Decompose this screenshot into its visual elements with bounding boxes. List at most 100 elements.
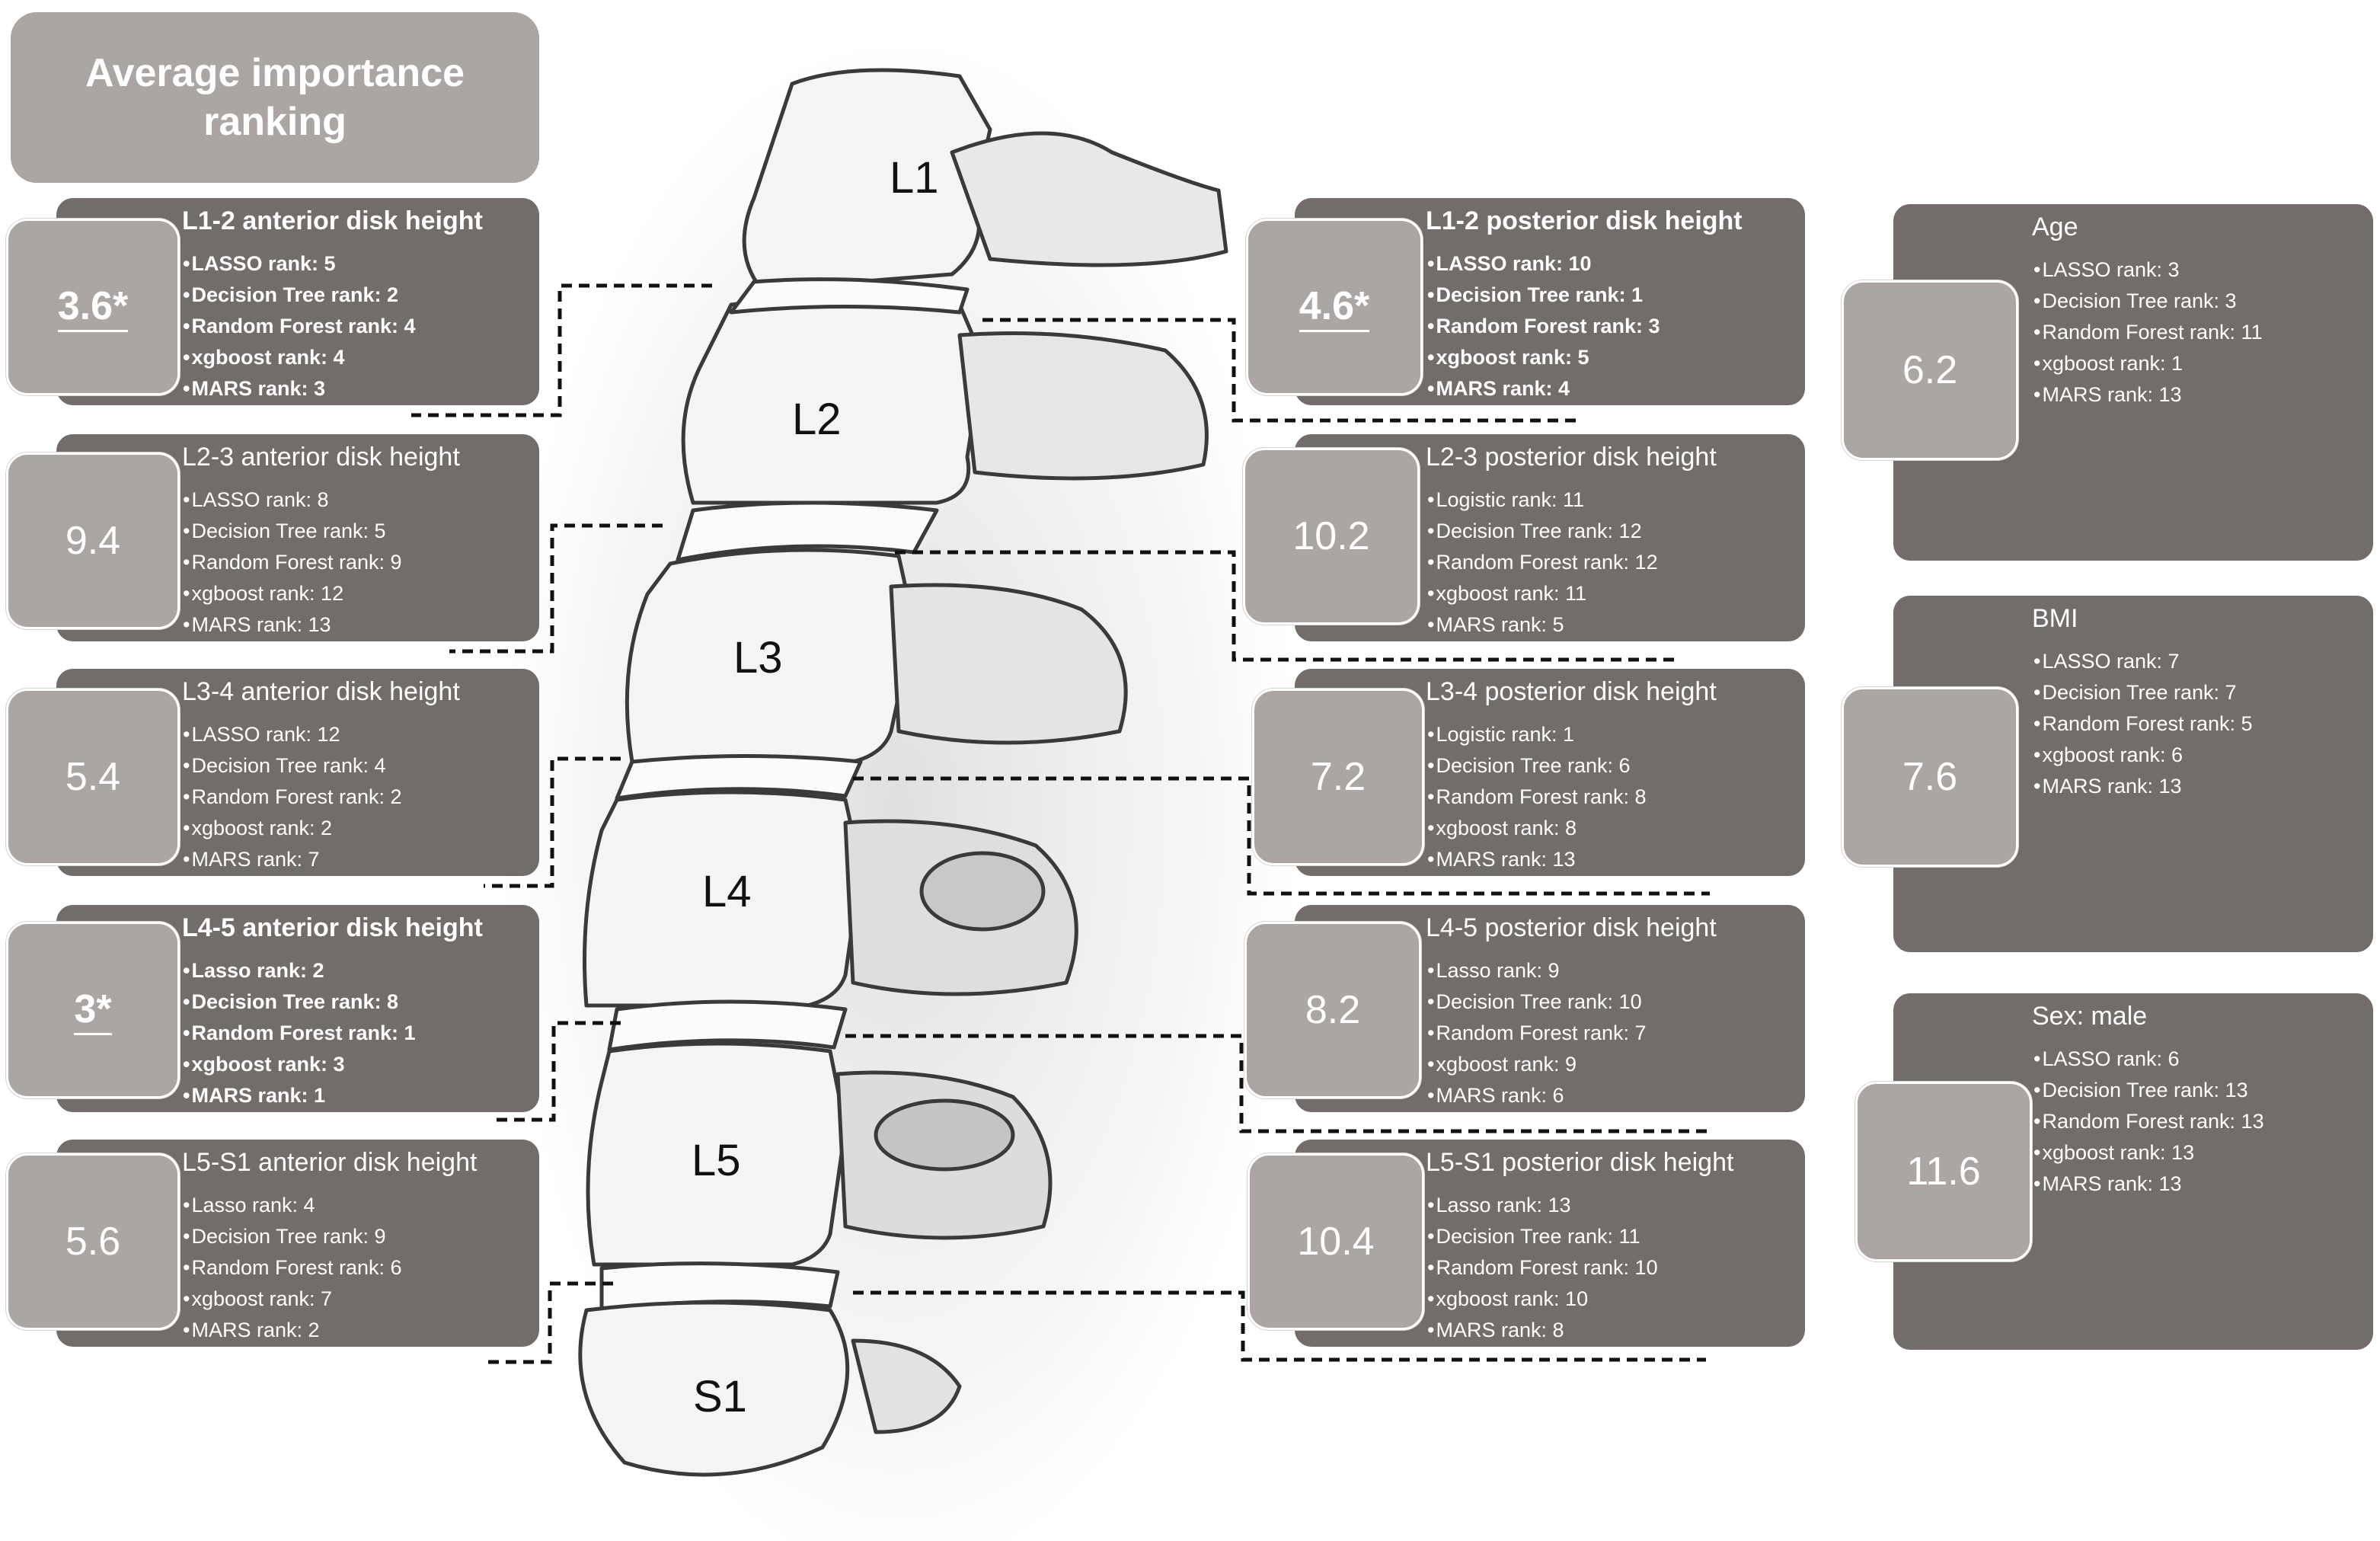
card-title: L2-3 anterior disk height bbox=[182, 443, 460, 472]
page-title: Average importance ranking bbox=[85, 51, 465, 144]
card-title: BMI bbox=[2032, 604, 2078, 633]
rank-item: Decision Tree rank: 8 bbox=[183, 986, 416, 1018]
rank-item: LASSO rank: 10 bbox=[1427, 248, 1660, 280]
rank-item: xgboost rank: 9 bbox=[1427, 1049, 1647, 1080]
rank-item: Random Forest rank: 11 bbox=[2033, 317, 2262, 348]
score-value: 4.6* bbox=[1299, 283, 1370, 332]
score-value: 7.2 bbox=[1310, 755, 1366, 799]
rank-list: Lasso rank: 4 Decision Tree rank: 9 Rand… bbox=[183, 1190, 402, 1346]
rank-item: LASSO rank: 12 bbox=[183, 719, 402, 750]
rank-item: Logistic rank: 11 bbox=[1427, 484, 1658, 516]
connector-l5-s1-posterior bbox=[853, 1290, 1706, 1362]
rank-item: Decision Tree rank: 10 bbox=[1427, 986, 1647, 1018]
score-value: 11.6 bbox=[1906, 1149, 1981, 1194]
card-title: L1-2 posterior disk height bbox=[1426, 206, 1743, 235]
card-title: L3-4 anterior disk height bbox=[182, 677, 460, 706]
card-title: L1-2 anterior disk height bbox=[182, 206, 483, 235]
sacrum-shape bbox=[578, 1300, 850, 1477]
score-l5-s1-posterior: 10.4 bbox=[1248, 1153, 1424, 1330]
score-value: 9.4 bbox=[65, 519, 121, 563]
score-l1-2-anterior: 3.6* bbox=[6, 219, 180, 395]
rank-item: Random Forest rank: 9 bbox=[183, 547, 401, 578]
rank-item: Decision Tree rank: 2 bbox=[183, 280, 416, 311]
rank-item: LASSO rank: 5 bbox=[183, 248, 416, 280]
rank-item: Decision Tree rank: 11 bbox=[1427, 1221, 1658, 1252]
rank-item: Decision Tree rank: 5 bbox=[183, 516, 402, 547]
score-value: 3* bbox=[74, 986, 112, 1035]
rank-item: Decision Tree rank: 1 bbox=[1427, 280, 1660, 311]
score-value: 7.6 bbox=[1902, 755, 1958, 799]
rank-item: MARS rank: 8 bbox=[1427, 1315, 1658, 1346]
score-l2-3-posterior: 10.2 bbox=[1243, 448, 1420, 625]
vertebra-label-s1: S1 bbox=[693, 1372, 747, 1421]
rank-item: MARS rank: 1 bbox=[183, 1080, 416, 1111]
rank-list: Logistic rank: 1 Decision Tree rank: 6 R… bbox=[1427, 719, 1647, 875]
rank-list: LASSO rank: 7 Decision Tree rank: 7 Rand… bbox=[2033, 646, 2253, 802]
rank-item: xgboost rank: 2 bbox=[183, 813, 402, 844]
score-bmi: 7.6 bbox=[1842, 687, 2018, 867]
rank-item: Random Forest rank: 5 bbox=[2033, 708, 2252, 740]
rank-item: Lasso rank: 13 bbox=[1427, 1190, 1658, 1221]
score-value: 8.2 bbox=[1305, 988, 1361, 1032]
score-l3-4-posterior: 7.2 bbox=[1252, 689, 1424, 865]
connector-l4-5-anterior bbox=[491, 1021, 621, 1122]
rank-item: MARS rank: 3 bbox=[183, 373, 416, 404]
connector-l1-2-posterior bbox=[982, 318, 1580, 423]
connector-l2-3-anterior bbox=[449, 523, 663, 654]
rank-list: Lasso rank: 9 Decision Tree rank: 10 Ran… bbox=[1427, 955, 1647, 1111]
rank-item: xgboost rank: 3 bbox=[183, 1049, 416, 1080]
rank-list: Lasso rank: 13 Decision Tree rank: 11 Ra… bbox=[1427, 1190, 1658, 1346]
rank-item: Random Forest rank: 12 bbox=[1427, 547, 1657, 578]
rank-item: MARS rank: 4 bbox=[1427, 373, 1660, 404]
score-value: 3.6* bbox=[57, 283, 129, 332]
rank-item: Decision Tree rank: 4 bbox=[183, 750, 402, 782]
vertebra-label-l5: L5 bbox=[692, 1136, 741, 1185]
rank-item: xgboost rank: 5 bbox=[1427, 342, 1660, 373]
score-value: 6.2 bbox=[1902, 348, 1958, 392]
rank-item: xgboost rank: 6 bbox=[2033, 740, 2253, 771]
rank-item: MARS rank: 13 bbox=[183, 609, 402, 641]
score-value: 10.4 bbox=[1297, 1220, 1375, 1264]
rank-item: xgboost rank: 4 bbox=[183, 342, 416, 373]
vertebra-l4-shape bbox=[583, 790, 863, 1008]
card-title: Age bbox=[2032, 213, 2078, 241]
rank-item: LASSO rank: 3 bbox=[2033, 254, 2263, 286]
card-title: L4-5 anterior disk height bbox=[182, 913, 483, 942]
rank-list: LASSO rank: 8 Decision Tree rank: 5 Rand… bbox=[183, 484, 402, 641]
score-sex-male: 11.6 bbox=[1855, 1082, 2032, 1261]
rank-item: xgboost rank: 7 bbox=[183, 1284, 402, 1315]
rank-item: Decision Tree rank: 9 bbox=[183, 1221, 402, 1252]
vertebra-label-l3: L3 bbox=[733, 633, 783, 683]
rank-item: Decision Tree rank: 7 bbox=[2033, 677, 2253, 708]
rank-item: xgboost rank: 10 bbox=[1427, 1284, 1658, 1315]
rank-item: xgboost rank: 8 bbox=[1427, 813, 1647, 844]
rank-list: Logistic rank: 11 Decision Tree rank: 12… bbox=[1427, 484, 1658, 641]
card-title: L4-5 posterior disk height bbox=[1426, 913, 1717, 942]
score-l1-2-posterior: 4.6* bbox=[1246, 219, 1423, 395]
rank-item: Decision Tree rank: 3 bbox=[2033, 286, 2263, 317]
rank-item: MARS rank: 5 bbox=[1427, 609, 1658, 641]
connector-l1-2-anterior bbox=[411, 283, 712, 417]
rank-item: Random Forest rank: 7 bbox=[1427, 1018, 1646, 1049]
rank-item: xgboost rank: 13 bbox=[2033, 1137, 2264, 1169]
card-title: L2-3 posterior disk height bbox=[1426, 443, 1717, 472]
rank-list: LASSO rank: 10 Decision Tree rank: 1 Ran… bbox=[1427, 248, 1660, 404]
vertebra-l5-shape bbox=[586, 1041, 848, 1267]
score-l5-s1-anterior: 5.6 bbox=[6, 1153, 180, 1330]
rank-item: MARS rank: 13 bbox=[2033, 771, 2253, 802]
score-l3-4-anterior: 5.4 bbox=[6, 689, 180, 865]
rank-item: MARS rank: 7 bbox=[183, 844, 402, 875]
vertebra-l3-shape bbox=[625, 548, 916, 764]
rank-item: Random Forest rank: 1 bbox=[183, 1018, 415, 1049]
rank-item: Random Forest rank: 2 bbox=[183, 782, 401, 813]
rank-item: LASSO rank: 7 bbox=[2033, 646, 2253, 677]
rank-item: MARS rank: 6 bbox=[1427, 1080, 1647, 1111]
title-box: Average importance ranking bbox=[11, 12, 539, 183]
vertebra-label-l4: L4 bbox=[702, 867, 752, 916]
rank-item: xgboost rank: 11 bbox=[1427, 578, 1658, 609]
vertebra-label-l1: L1 bbox=[890, 153, 939, 203]
card-title: Sex: male bbox=[2032, 1002, 2148, 1031]
rank-item: Lasso rank: 9 bbox=[1427, 955, 1647, 986]
rank-item: MARS rank: 2 bbox=[183, 1315, 402, 1346]
rank-item: Random Forest rank: 8 bbox=[1427, 782, 1646, 813]
